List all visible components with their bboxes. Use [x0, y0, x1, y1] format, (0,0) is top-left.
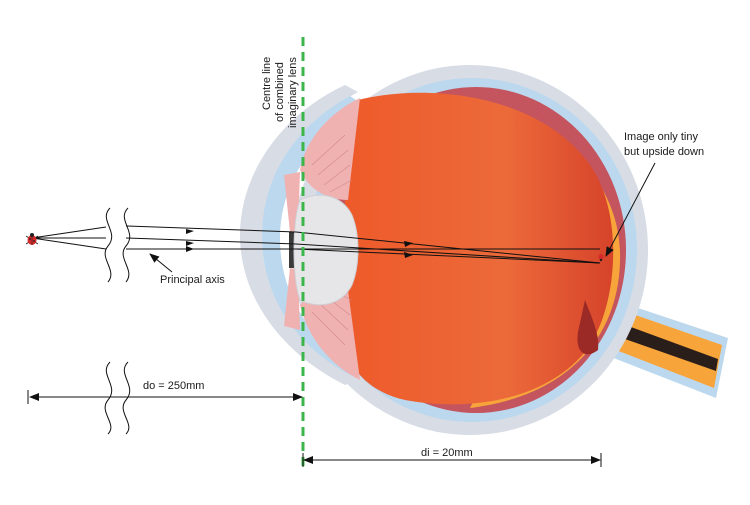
image-distance-label: di = 20mm: [421, 447, 473, 459]
ray-arrowheads: [186, 229, 413, 258]
cornea: [240, 85, 360, 385]
image-note-line-2: but upside down: [624, 146, 704, 158]
image-note-pointer: [605, 162, 656, 257]
break-mark-rays: [104, 207, 131, 283]
principal-axis-pointer: [149, 253, 173, 273]
light-rays: [31, 225, 601, 264]
centre-line-label-1: Centre line: [261, 57, 273, 110]
break-mark-distance: [104, 361, 131, 435]
ciliary-muscle-bottom: [300, 289, 360, 380]
centre-line-label-2: of combined: [274, 62, 286, 122]
centre-line-label-3: imaginary lens: [287, 57, 299, 128]
object-distance-label: do = 250mm: [143, 380, 204, 392]
image-note-line-1: Image only tiny: [624, 131, 698, 143]
inverted-ladybird-icon: [598, 254, 604, 262]
principal-axis-label: Principal axis: [160, 274, 225, 286]
ladybird-icon: [25, 233, 39, 245]
